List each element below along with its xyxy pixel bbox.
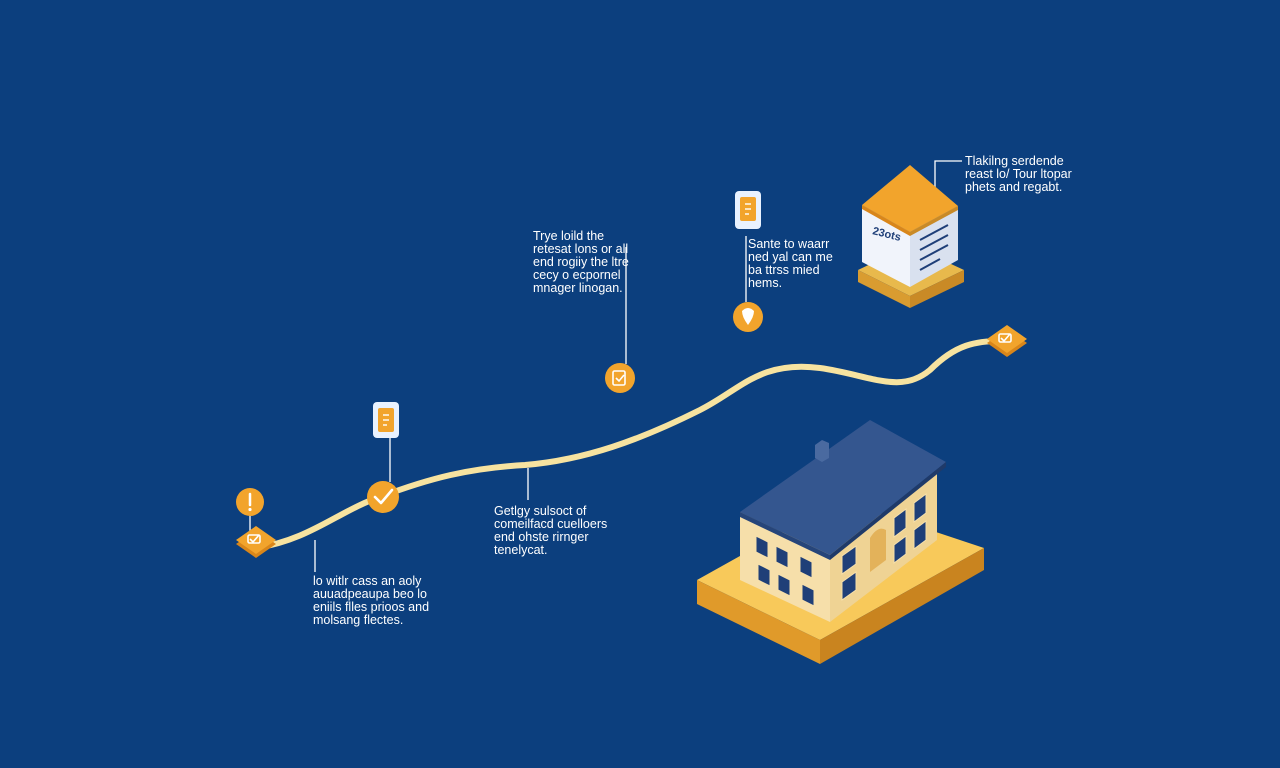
document-flag-icon [735,191,761,229]
leader-lines [249,160,962,572]
caption-upper-right: Sante to waarr ned yal can me ba ttrss m… [748,238,833,290]
caption-line: Tlakilng serdende [965,154,1064,168]
caption-line: comeilfacd cuelloers [494,517,608,531]
caption-line: eniils flles prioos and [313,600,430,614]
document-box-icon: 23ots [858,165,964,308]
caption-line: phets and regabt. [965,180,1063,194]
clipboard-icon [605,363,635,393]
caption-line: end rogiiy the ltre [533,255,629,269]
caption-line: hems. [748,276,783,290]
house-icon [697,420,984,664]
caption-line: mnager linogan. [533,281,623,295]
caption-line: cecy o ecpornel [533,268,621,282]
caption-upper-middle: Trye loild the retesat lons or all end r… [533,230,629,295]
checkbox-icon [236,526,276,558]
caption-bottom-left: lo witlr cass an aoly auuadpeaupa beo lo… [313,575,429,627]
caption-line: lo witlr cass an aoly [313,574,422,588]
caption-line: ned yal can me [748,250,833,264]
caption-line: molsang flectes. [313,613,404,627]
caption-line: auuadpeaupa beo lo [313,587,428,601]
caption-line: Getlgy sulsoct of [494,504,587,518]
document-flag-icon [373,402,399,438]
checkmark-icon [367,481,399,513]
caption-line: end ohste rirnger [494,530,589,544]
caption-line: Sante to waarr [748,237,830,251]
caption-line: Trye loild the [533,229,605,243]
checkbox-icon [987,325,1027,357]
caption-top-right: Tlakilng serdende reast lo/ Tour ltopar … [965,155,1072,194]
caption-line: retesat lons or all [533,242,629,256]
exclamation-icon [236,488,264,516]
caption-line: tenelycat. [494,543,548,557]
caption-middle-bottom: Getlgy sulsoct of comeilfacd cuelloers e… [494,505,607,557]
caption-line: ba ttrss mied [748,263,820,277]
pin-icon [733,302,763,332]
caption-line: reast lo/ Tour ltopar [965,167,1072,181]
